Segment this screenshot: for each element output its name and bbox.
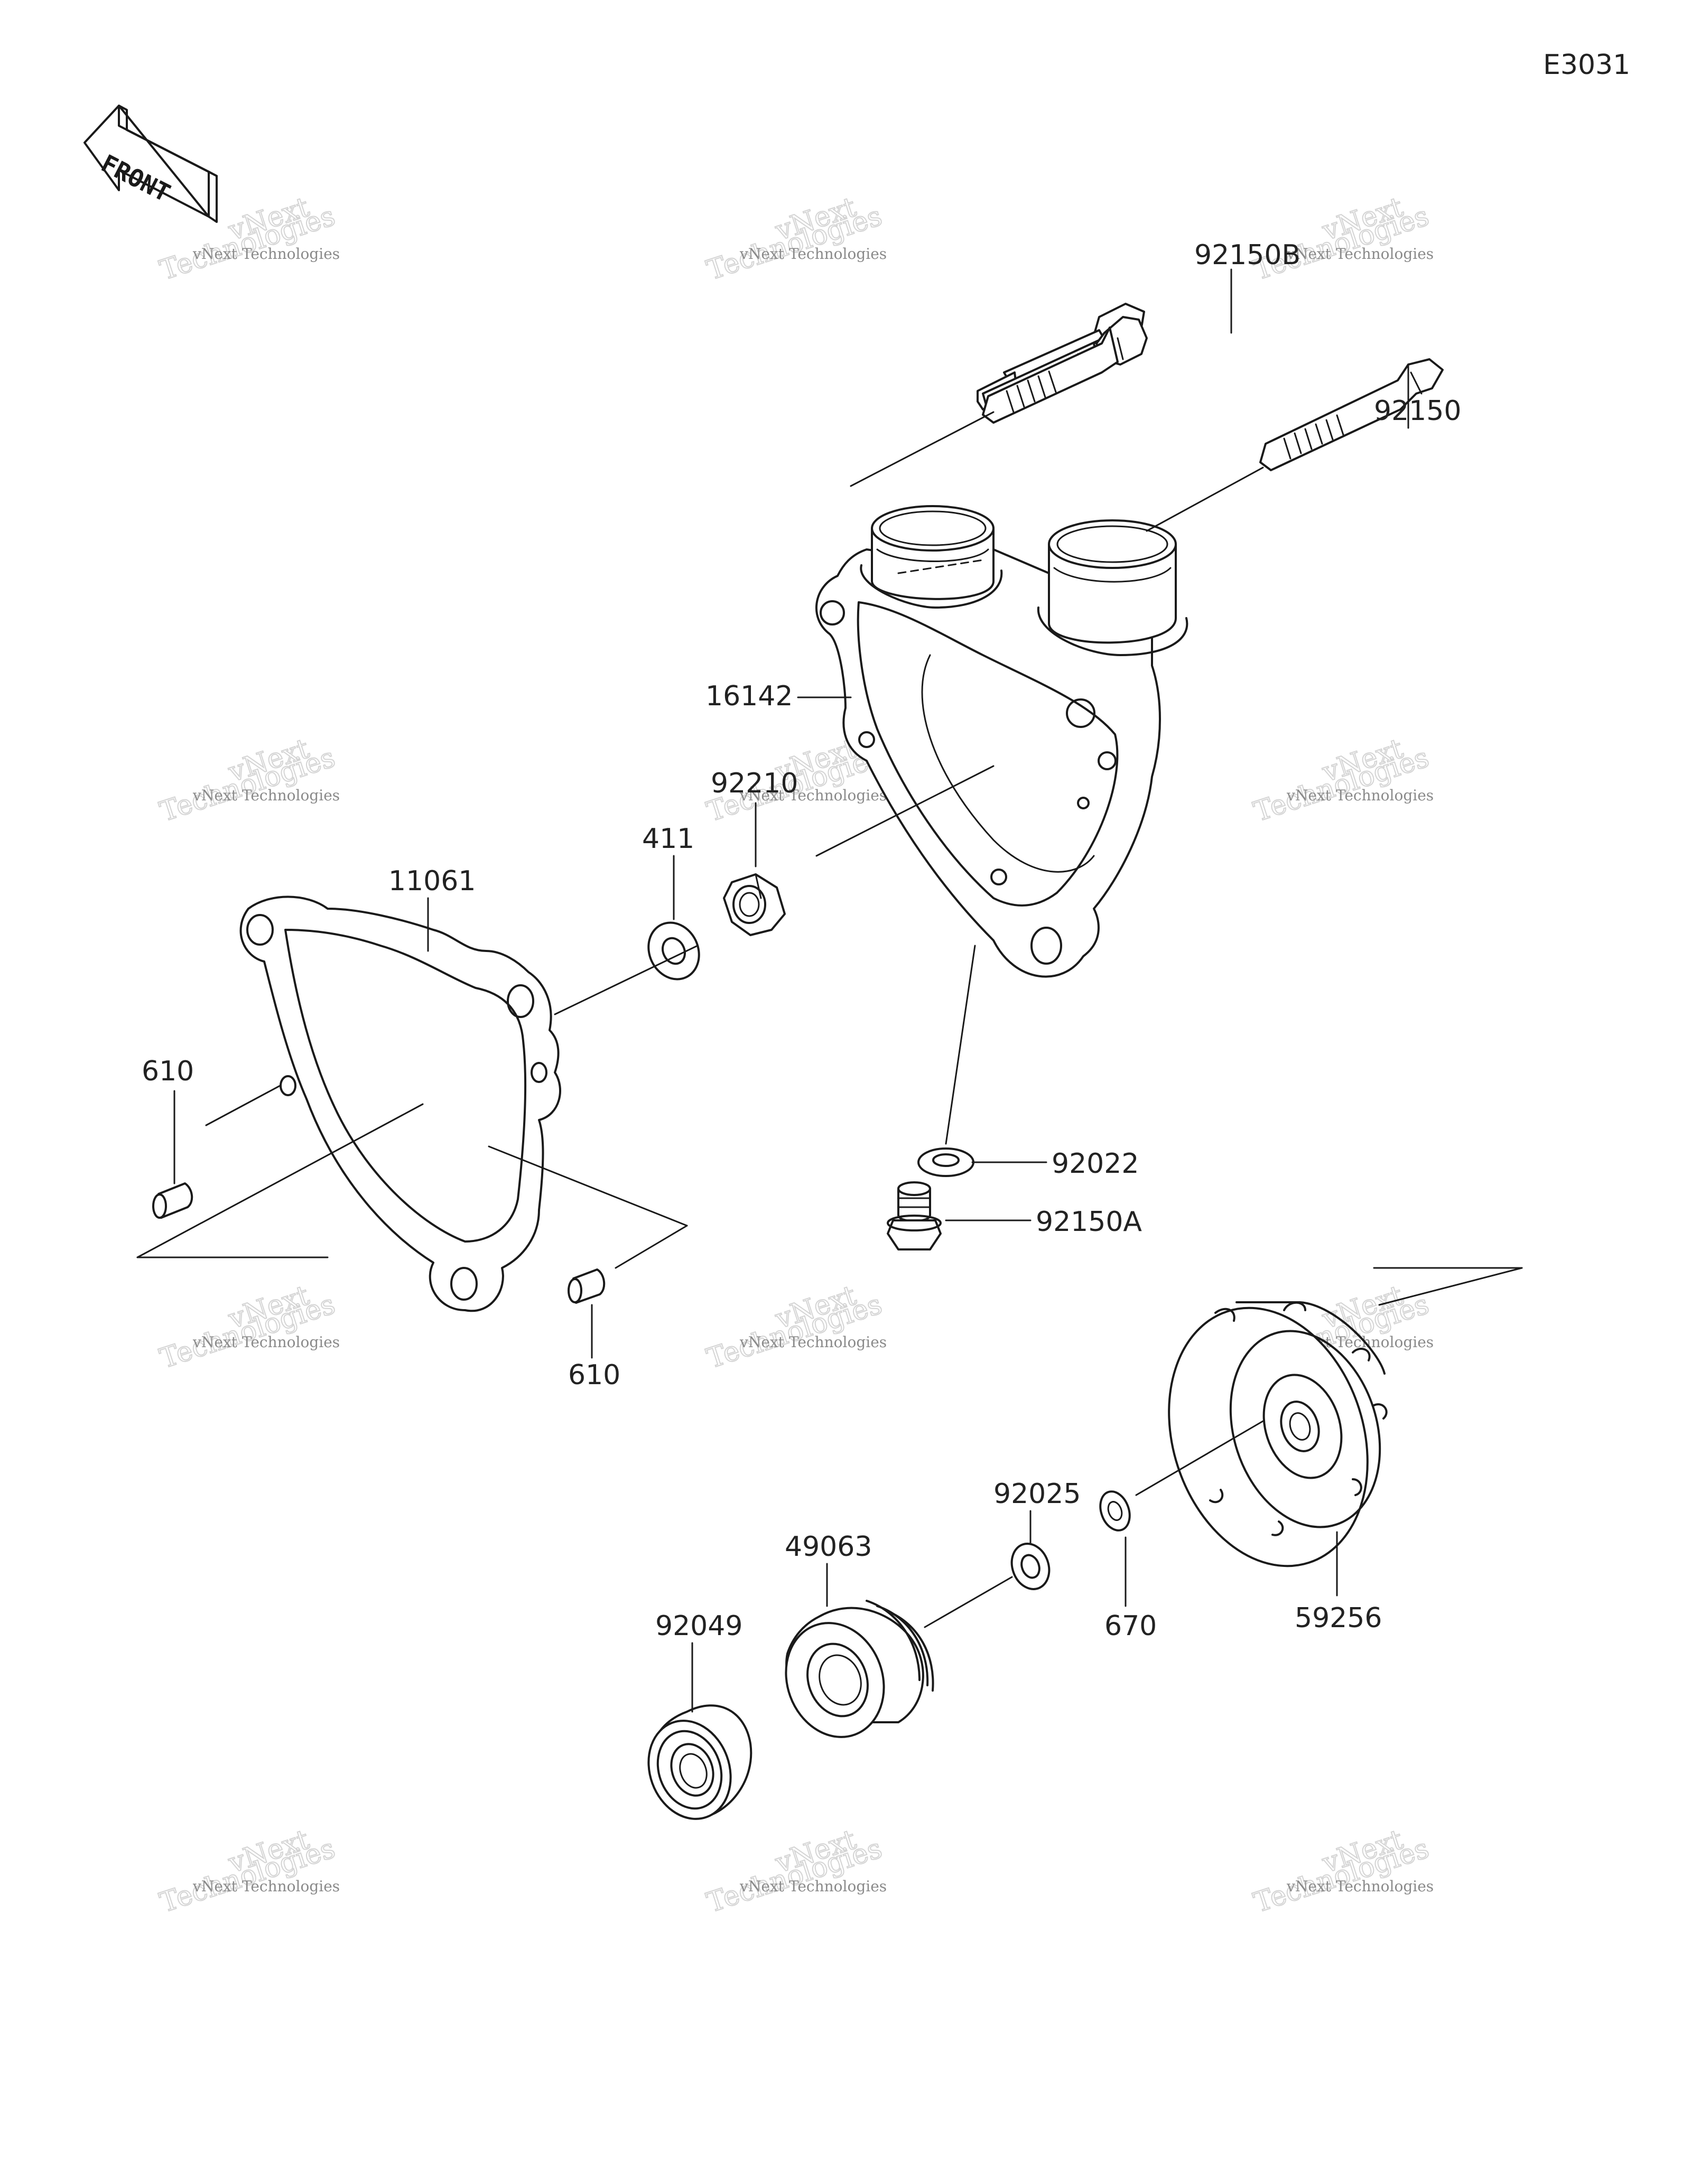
watermark: Technologies vNext vNext Technologies [155,732,340,828]
diagram-code: E3031 [1543,49,1630,81]
leader-lines [136,268,1523,1713]
bolt-92150B [977,303,1148,424]
svg-text:vNext Technologies: vNext Technologies [1286,787,1434,804]
label-92210: 92210 [711,768,798,799]
washer-92022 [917,1147,974,1177]
front-arrow-icon: FRONT [83,105,218,223]
svg-text:vNext Technologies: vNext Technologies [192,787,340,804]
label-59256: 59256 [1295,1602,1382,1634]
watermark: Technologies vNext vNext Technologies [155,1279,340,1375]
dowel-pin-610-left [152,1182,193,1219]
svg-text:vNext Technologies: vNext Technologies [192,1878,340,1895]
label-670: 670 [1104,1610,1157,1642]
svg-text:vNext Technologies: vNext Technologies [739,1333,887,1351]
svg-text:vNext Technologies: vNext Technologies [192,1333,340,1351]
label-11061: 11061 [388,865,476,897]
washer-411 [647,921,700,981]
svg-text:vNext Technologies: vNext Technologies [1286,245,1434,263]
oil-seal-92049 [647,1704,752,1820]
label-49063: 49063 [785,1531,872,1563]
label-16142: 16142 [705,680,793,712]
watermark: Technologies vNext vNext Technologies [702,1823,887,1919]
impeller-59256 [1168,1301,1388,1567]
watermark: Technologies vNext vNext Technologies [1249,732,1434,828]
label-610-left: 610 [142,1056,194,1087]
watermark: Technologies vNext vNext Technologies [702,191,887,287]
svg-text:vNext Technologies: vNext Technologies [739,245,887,263]
washer-92025 [1010,1543,1051,1590]
nut-92210 [723,873,786,936]
label-92150: 92150 [1374,395,1461,427]
label-92025: 92025 [993,1478,1081,1510]
svg-text:vNext Technologies: vNext Technologies [192,245,340,263]
svg-text:vNext Technologies: vNext Technologies [1286,1878,1434,1895]
label-92150B: 92150B [1194,239,1300,271]
part-labels: 92150B 92150 16142 92210 411 11061 610 6… [142,239,1461,1642]
washer-670 [1099,1490,1131,1532]
bolt-92150A [887,1181,942,1250]
svg-text:vNext Technologies: vNext Technologies [739,787,887,804]
label-92150A: 92150A [1036,1206,1142,1238]
gasket-11061 [239,895,561,1312]
label-92049: 92049 [655,1610,742,1642]
label-92022: 92022 [1052,1148,1139,1180]
watermark: Technologies vNext vNext Technologies [155,191,340,287]
pump-cover-16142 [815,505,1188,978]
label-610-bottom: 610 [568,1359,620,1391]
watermark: Technologies vNext vNext Technologies [1249,1823,1434,1919]
watermark: Technologies vNext vNext Technologies [702,1279,887,1375]
svg-text:vNext Technologies: vNext Technologies [739,1878,887,1895]
watermark: Technologies vNext vNext Technologies [155,1823,340,1919]
label-411: 411 [642,823,694,855]
bolt-92150 [1259,358,1444,471]
mechanical-seal-49063 [785,1600,934,1738]
dowel-pin-610-bottom [568,1268,606,1304]
